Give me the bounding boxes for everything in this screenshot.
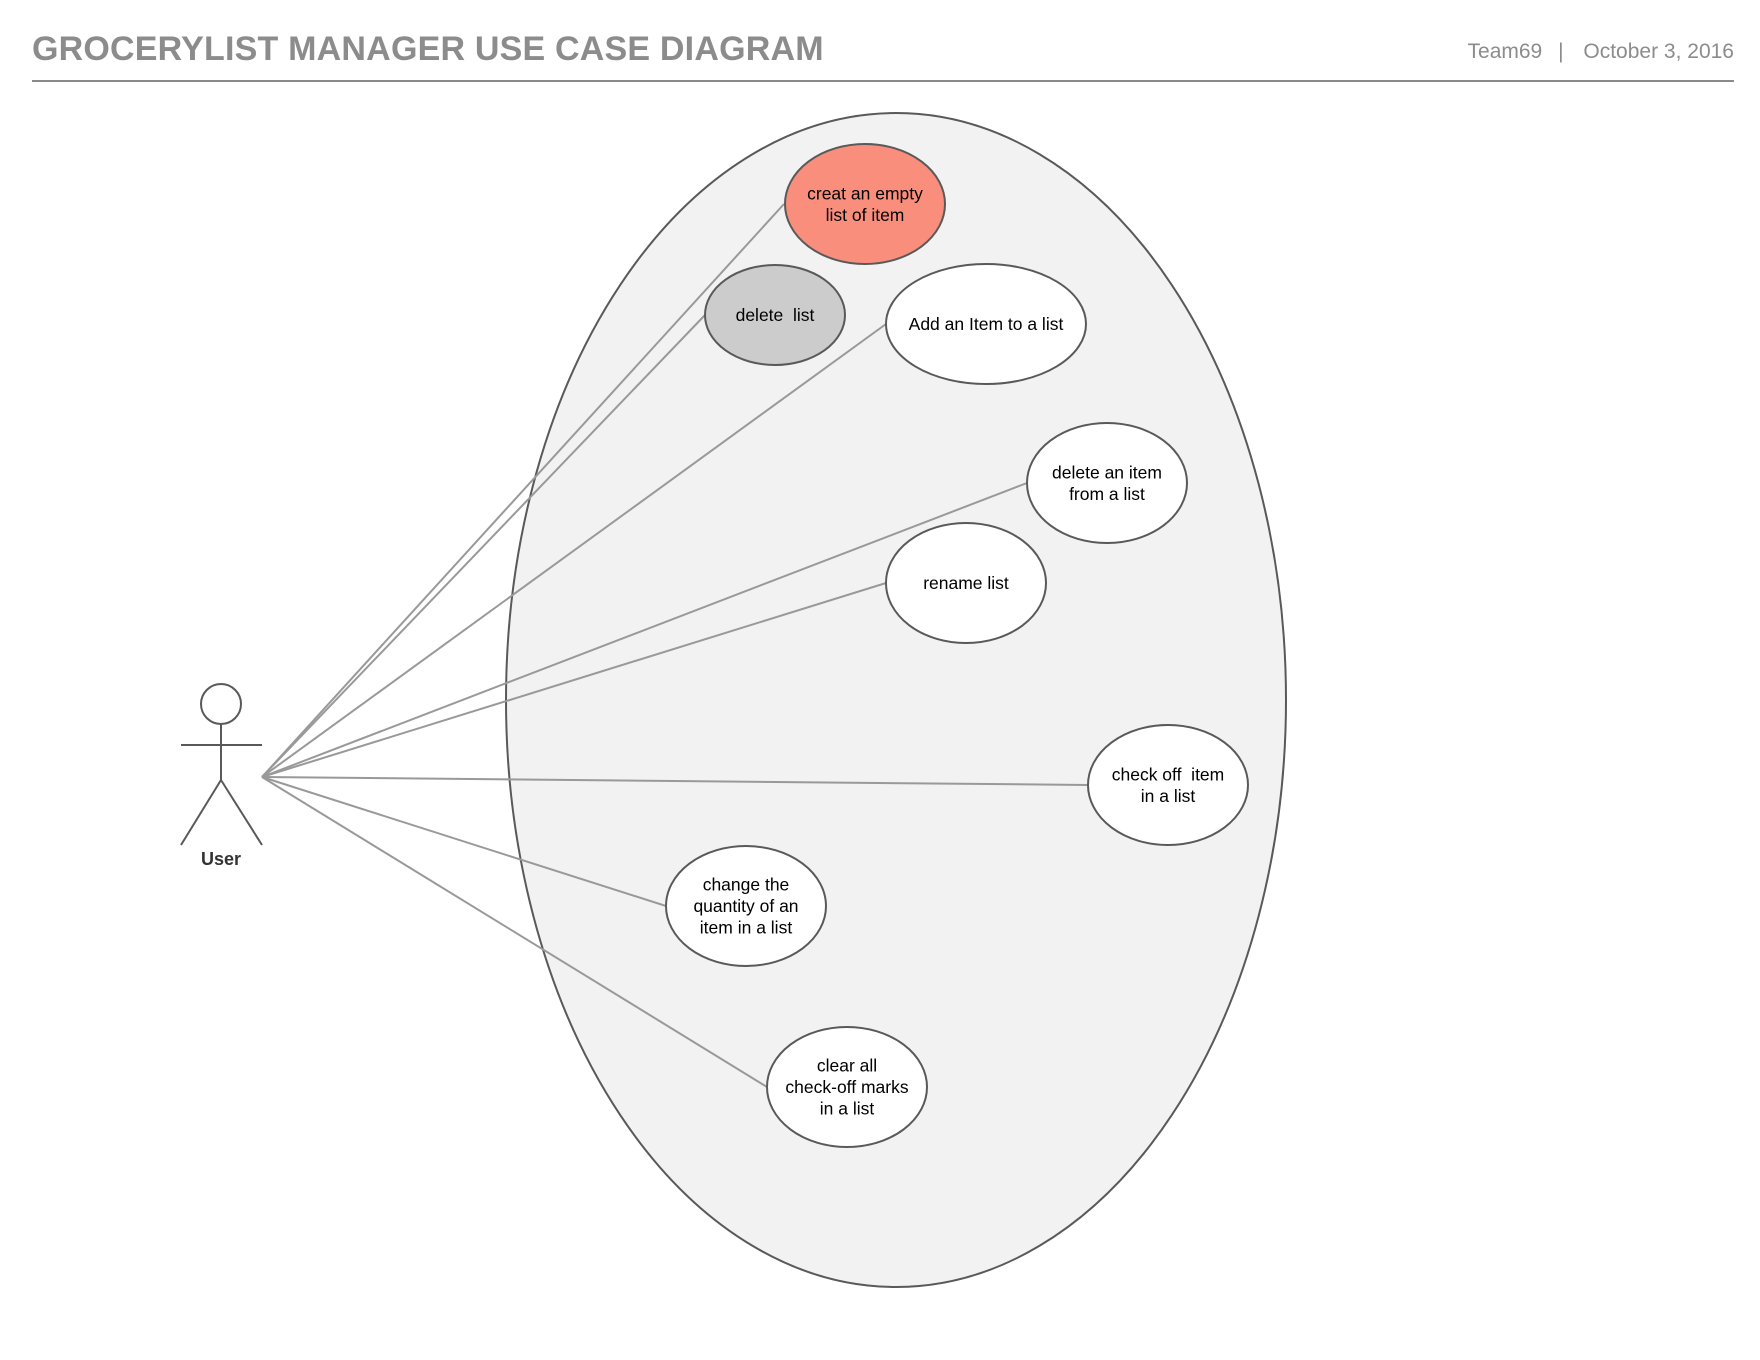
diagram-date: October 3, 2016 [1583, 40, 1734, 63]
diagram-title: GROCERYLIST MANAGER USE CASE DIAGRAM [32, 30, 824, 68]
use-case-label: list of item [826, 205, 905, 225]
use-case-label: item in a list [700, 918, 793, 938]
use-case-add-item[interactable]: Add an Item to a list [885, 263, 1087, 385]
use-case-label: creat an empty [807, 183, 923, 203]
associations [261, 203, 1089, 1088]
team-name: Team69 [1467, 40, 1543, 63]
use-case-label: rename list [923, 573, 1009, 593]
association-change-quantity [261, 776, 667, 907]
use-case-ellipse [885, 522, 1047, 644]
actor-right-leg [220, 779, 263, 846]
use-case-label: in a list [820, 1099, 875, 1119]
actor-head [200, 683, 242, 725]
actor-user[interactable]: User [180, 683, 263, 869]
association-rename-list [261, 582, 887, 778]
association-clear-check-off [261, 776, 768, 1088]
use-case-ellipse [1026, 422, 1188, 544]
use-case-ellipse [1087, 724, 1249, 846]
use-case-label: delete list [736, 305, 815, 325]
diagram-header: GROCERYLIST MANAGER USE CASE DIAGRAM Tea… [32, 28, 1734, 82]
use-case-label: check off item [1112, 764, 1225, 784]
use-case-ellipse [885, 263, 1087, 385]
association-create-list [261, 203, 785, 778]
use-case-label: change the [703, 875, 790, 895]
use-case-rename-list[interactable]: rename list [885, 522, 1047, 644]
meta-separator: | [1558, 40, 1564, 63]
use-case-label: in a list [1141, 786, 1196, 806]
association-delete-item [261, 482, 1028, 778]
use-case-delete-list[interactable]: delete list [704, 264, 846, 366]
use-case-label: delete an item [1052, 462, 1162, 482]
use-case-label: check-off marks [785, 1077, 908, 1097]
actor-left-leg [180, 779, 222, 846]
use-case-label: from a list [1069, 484, 1145, 504]
association-delete-list [261, 314, 706, 778]
use-case-ellipse [665, 845, 827, 967]
use-case-ellipse [766, 1026, 928, 1148]
association-check-off-item [261, 776, 1089, 786]
use-case-label: Add an Item to a list [909, 314, 1064, 334]
actor-label: User [201, 849, 241, 869]
use-case-label: quantity of an [693, 896, 798, 916]
system-boundary [505, 112, 1287, 1288]
use-case-label: clear all [817, 1056, 877, 1076]
diagram-meta: Team69 | October 3, 2016 [1468, 40, 1734, 64]
use-case-ellipse [784, 143, 946, 265]
use-case-ellipse [704, 264, 846, 366]
association-add-item [261, 323, 887, 778]
